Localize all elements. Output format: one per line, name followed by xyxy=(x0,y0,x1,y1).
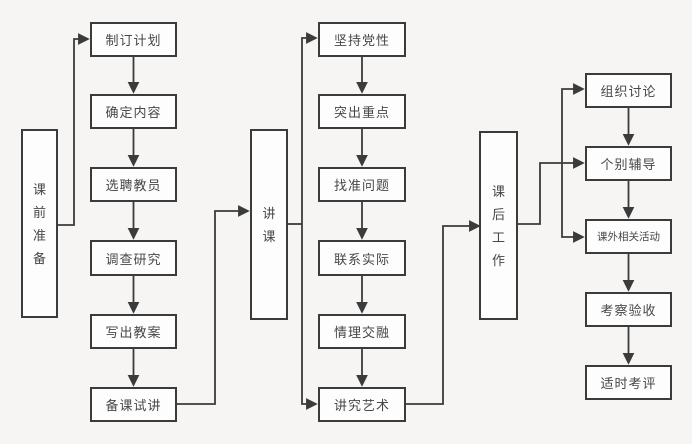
node-lecture-step-2: 突出重点 xyxy=(318,94,406,129)
node-pre-step-2: 确定内容 xyxy=(90,94,177,129)
connector-lecture-to-top xyxy=(301,32,318,224)
node-pre-step-5: 写出教案 xyxy=(90,314,177,349)
node-pre-step-6: 备课试讲 xyxy=(90,387,177,422)
connector-post-to-discussion xyxy=(561,83,585,163)
node-lecture-step-1: 坚持党性 xyxy=(318,22,406,57)
connector-pre-to-step1 xyxy=(58,33,90,226)
stage-label-post-class: 课后工作 xyxy=(491,183,505,268)
node-post-step-4: 考察验收 xyxy=(585,292,672,327)
stage-label-lecture: 讲课 xyxy=(262,205,276,244)
node-pre-step-3: 选聘教员 xyxy=(90,167,177,202)
node-post-step-5: 适时考评 xyxy=(585,365,672,400)
node-lecture-step-6: 讲究艺术 xyxy=(318,387,406,422)
connector-art-to-post xyxy=(406,220,481,405)
node-pre-step-1: 制订计划 xyxy=(90,22,177,57)
connector-lecture-to-bottom xyxy=(301,224,318,410)
stage-box-post-class: 课后工作 xyxy=(479,131,518,320)
node-pre-step-4: 调查研究 xyxy=(90,240,177,276)
connector-step6-to-lecture xyxy=(177,205,250,405)
connector-post-to-tutoring xyxy=(518,157,585,225)
connector-post-to-activities xyxy=(561,163,585,243)
stage-box-pre-class: 课前准备 xyxy=(21,129,58,318)
node-post-step-1: 组织讨论 xyxy=(585,73,672,108)
node-lecture-step-3: 找准问题 xyxy=(318,167,406,202)
node-post-step-3: 课外相关活动 xyxy=(585,219,672,254)
node-lecture-step-5: 情理交融 xyxy=(318,314,406,349)
stage-box-lecture: 讲课 xyxy=(250,129,288,320)
stage-label-pre-class: 课前准备 xyxy=(32,181,46,266)
node-lecture-step-4: 联系实际 xyxy=(318,240,406,276)
node-post-step-2: 个别辅导 xyxy=(585,146,672,181)
